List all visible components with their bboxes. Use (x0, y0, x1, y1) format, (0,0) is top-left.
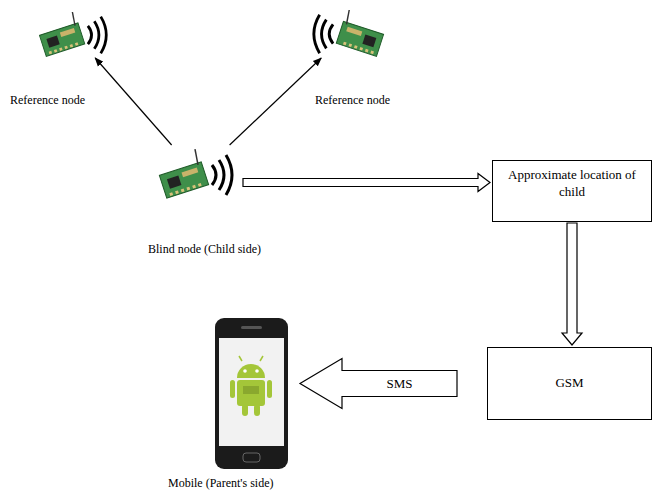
node-caption: Mobile (Parent's side) (168, 476, 273, 490)
sensor-board-illustration (305, 10, 388, 58)
node-caption: Reference node (10, 93, 85, 107)
sensor-board-illustration (158, 145, 238, 205)
process-box: GSM (487, 347, 652, 420)
sensor-node: Reference node (305, 10, 388, 58)
mobile-node: Mobile (Parent's side) (213, 316, 290, 471)
block-arrow (300, 359, 457, 409)
signal-arrow (95, 58, 171, 145)
mobile-phone-illustration (213, 316, 290, 471)
sensor-board-illustration (35, 12, 115, 58)
process-box: Approximate location of child (492, 160, 652, 222)
sensor-node: Reference node (35, 12, 115, 58)
block-arrow (243, 174, 490, 192)
signal-arrow (230, 58, 322, 145)
sensor-node: Blind node (Child side) (158, 145, 238, 205)
node-caption: Blind node (Child side) (148, 242, 261, 256)
block-arrow (562, 223, 582, 345)
box-text: Approximate location of child (501, 167, 643, 201)
box-text: GSM (555, 375, 583, 392)
node-caption: Reference node (315, 93, 390, 107)
edge-label: SMS (384, 376, 414, 392)
